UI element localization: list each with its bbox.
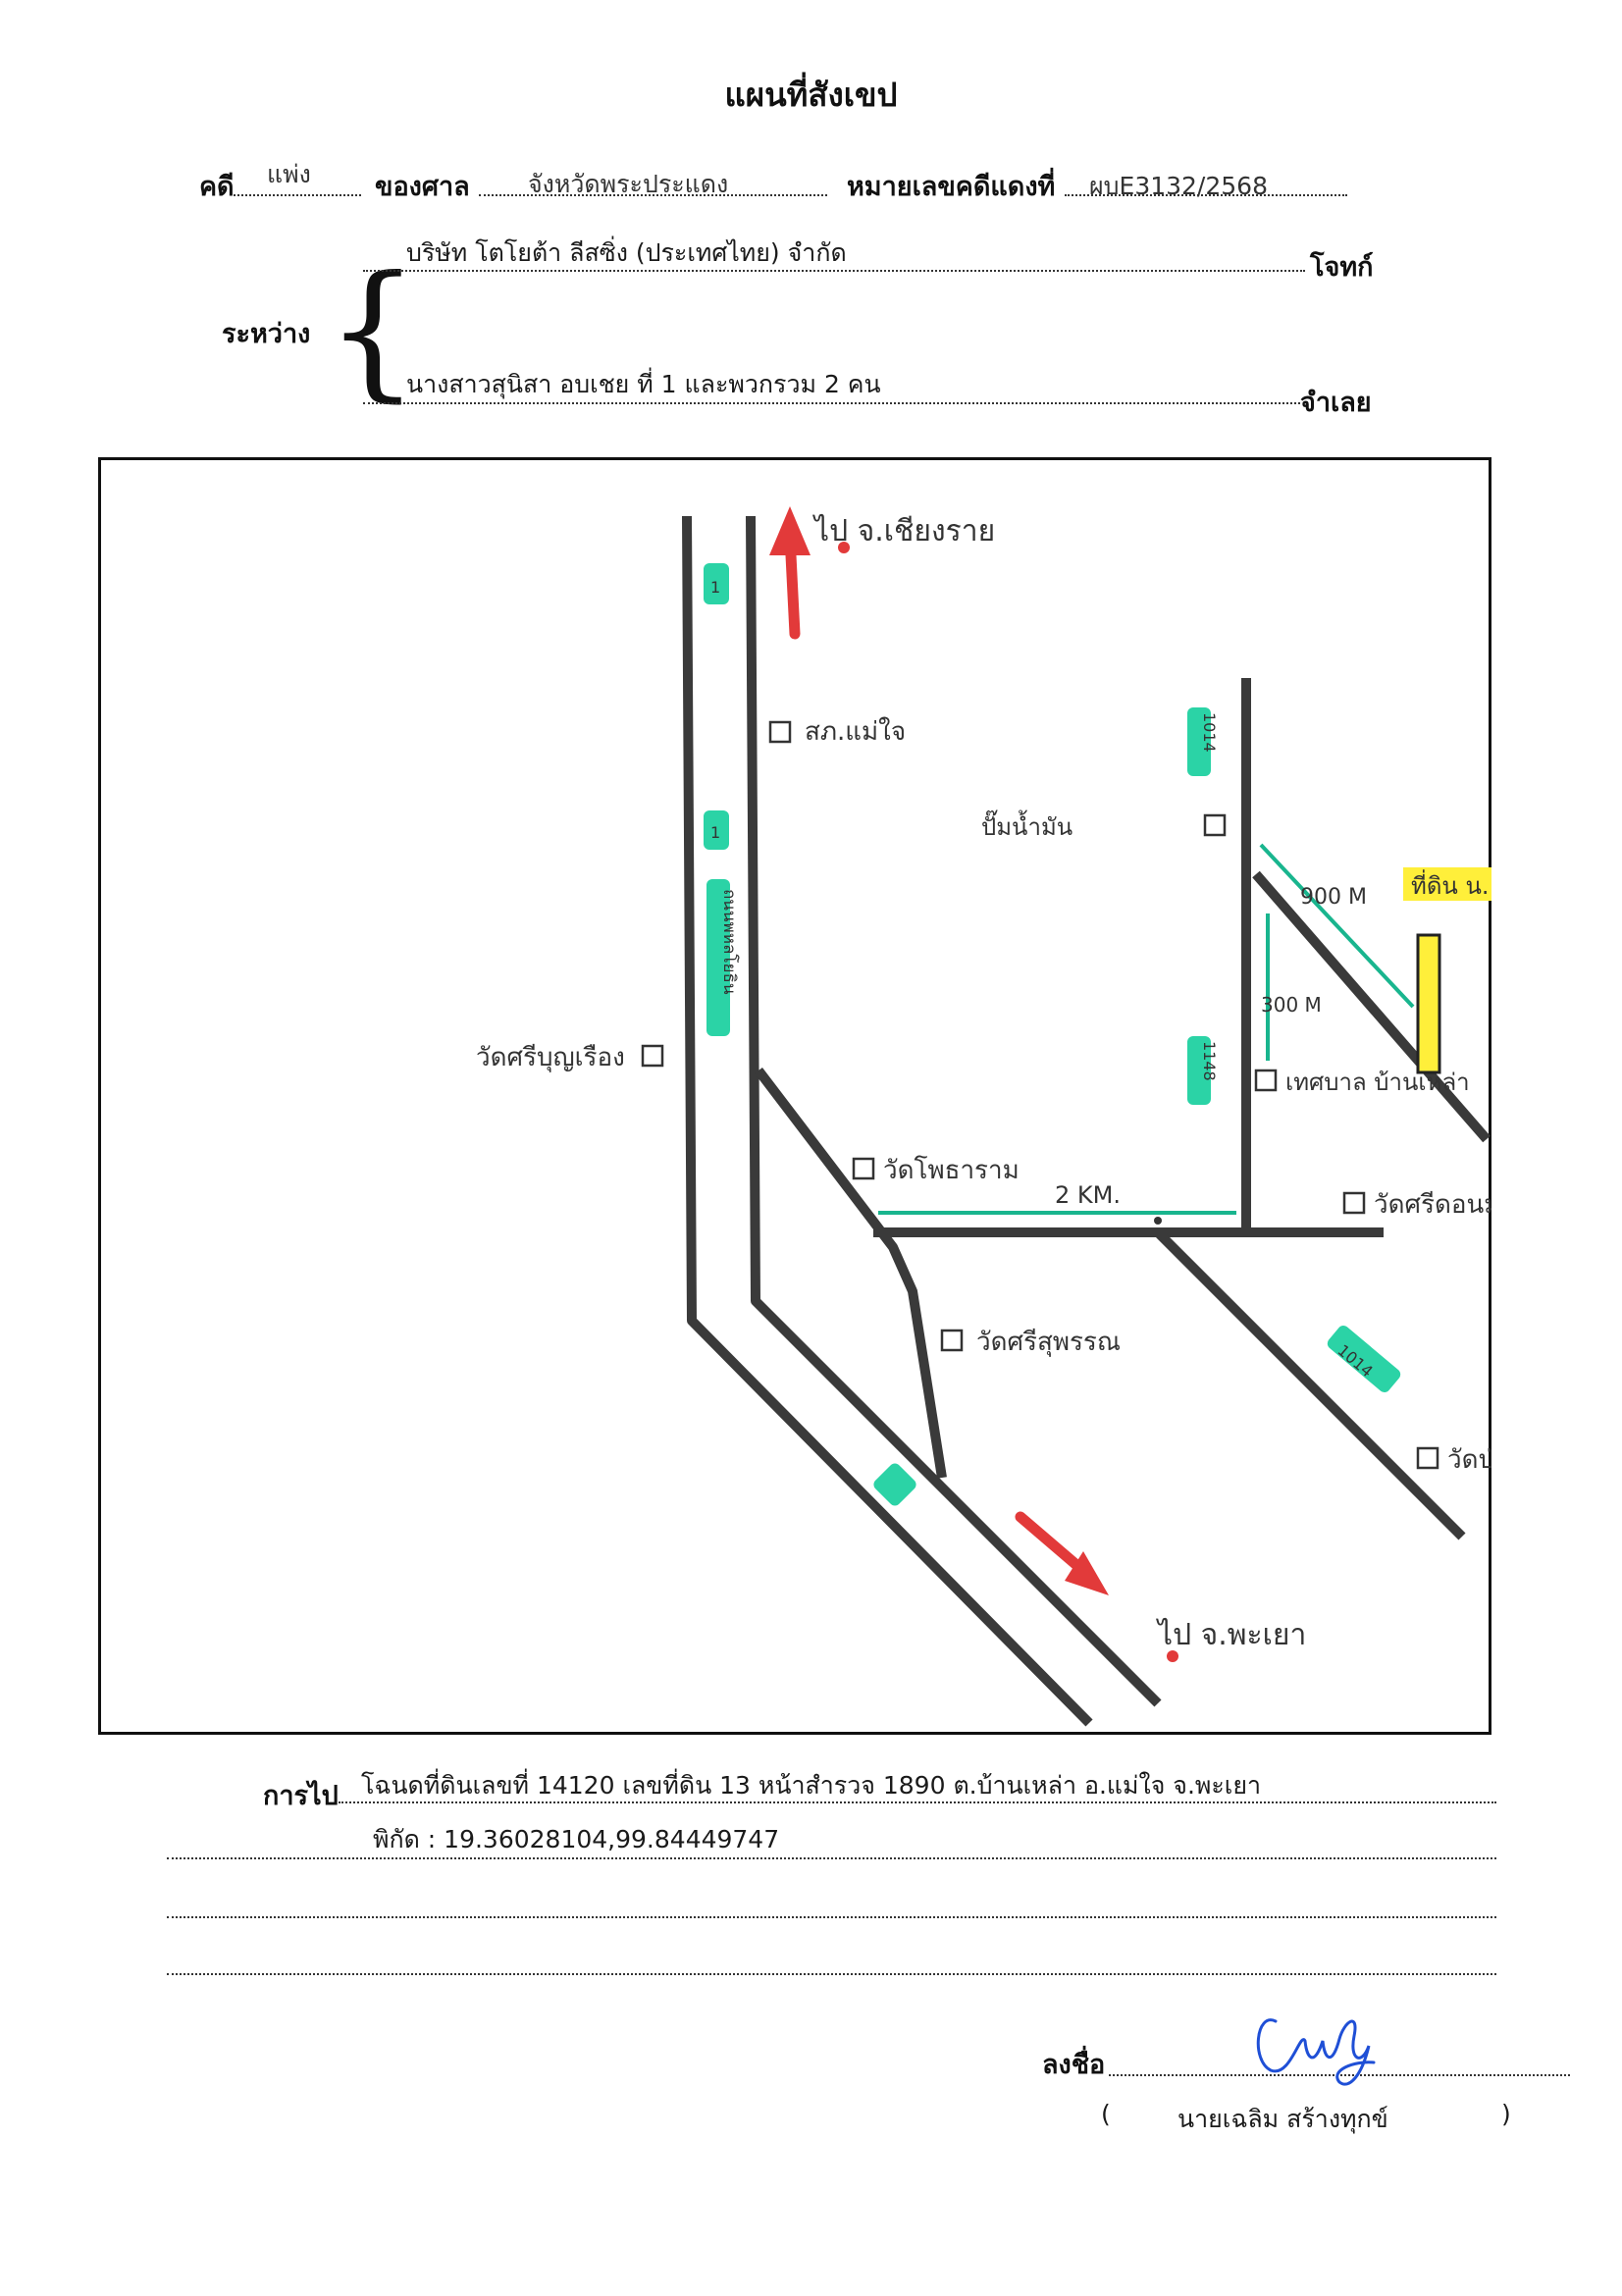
label-road-1148: 1148 — [1200, 1041, 1219, 1081]
label-police: สภ.แม่ใจ — [805, 717, 906, 747]
defendant-name: นางสาวสุนิสา อบเชย ที่ 1 และพวกรวม 2 คน — [406, 370, 881, 398]
court-dots — [479, 194, 827, 196]
label-office: เทศบาล บ้านเหล่า — [1285, 1069, 1470, 1096]
directions-dots-2 — [167, 1857, 1496, 1859]
police-station-icon — [768, 720, 792, 744]
distance-900m-line — [1259, 843, 1415, 1009]
road-1014-diagonal — [1154, 1228, 1466, 1540]
between-label: ระหว่าง — [222, 319, 311, 349]
branch-road — [755, 1067, 947, 1479]
road-1014-marker-diag — [1327, 1326, 1401, 1392]
page-title: แผนที่สังเขป — [724, 76, 898, 114]
label-300m: 300 M — [1261, 993, 1322, 1017]
label-wat-right: วัดศรีดอนมูล — [1374, 1190, 1491, 1220]
label-wat-mid: วัดโพธาราม — [883, 1155, 1020, 1185]
label-plot: ที่ดิน น.14120 — [1411, 869, 1491, 900]
plot-access-road — [1252, 870, 1491, 1143]
handwritten-signature — [1256, 2018, 1376, 2086]
sketch-map: ไป จ.เชียงราย ไป จ.พะเยา สภ.แม่ใจ ปั๊มน้… — [476, 506, 1491, 1727]
defendant-label: จำเลย — [1300, 388, 1372, 418]
map-frame — [98, 457, 1491, 1735]
road-1148-marker — [1187, 1036, 1211, 1105]
case-type-dots — [234, 194, 361, 196]
label-wat-south: วัดศรีสุพรรณ — [976, 1328, 1121, 1357]
case-type-label: คดี — [199, 172, 235, 202]
label-to-north: ไป จ.เชียงราย — [812, 513, 995, 548]
road-1-marker-mid — [704, 810, 729, 850]
road-1-marker-top — [704, 563, 729, 604]
south-arrow-head — [1065, 1551, 1109, 1595]
junction-dot — [1154, 1217, 1162, 1225]
road-1-marker-south — [873, 1463, 916, 1506]
label-wat-left: วัดศรีบุญเรือง — [476, 1043, 625, 1072]
signer-name: นายเฉลิม สร้างทุกข์ — [1177, 2105, 1388, 2133]
red-case-no-label: หมายเลขคดีแดงที่ — [847, 172, 1056, 202]
north-arrow-head — [769, 506, 811, 555]
wat-far-icon — [1416, 1446, 1439, 1470]
directions-label: การไป — [263, 1781, 339, 1811]
label-to-south: ไป จ.พะเยา — [1156, 1617, 1306, 1652]
label-2km: 2 KM. — [1055, 1181, 1121, 1209]
label-road-name: ถนนพหลโยธิน — [719, 889, 740, 995]
directions-dots-3 — [167, 1916, 1496, 1918]
signature-label: ลงชื่อ — [1042, 2050, 1106, 2080]
close-paren: ) — [1501, 2100, 1511, 2128]
directions-dots-4 — [167, 1973, 1496, 1975]
fuel-station-icon — [1203, 813, 1227, 837]
label-wat-far: วัดป่าแขม — [1447, 1445, 1491, 1475]
open-paren: ( — [1101, 2100, 1111, 2128]
red-case-no-dots — [1065, 194, 1347, 196]
wat-right-icon — [1342, 1191, 1366, 1215]
label-900m: 900 M — [1300, 885, 1367, 910]
land-plot-marker — [1416, 933, 1441, 1074]
south-origin-dot — [1167, 1650, 1178, 1662]
arrow-origin-dot — [838, 542, 850, 553]
label-road-1014-top: 1014 — [1200, 712, 1219, 753]
defendant-dots — [363, 402, 1300, 404]
directions-line-1: โฉนดที่ดินเลขที่ 14120 เลขที่ดิน 13 หน้า… — [361, 1771, 1262, 1800]
wat-south-icon — [940, 1329, 964, 1352]
road-name-marker — [706, 879, 730, 1036]
label-fuel-station: ปั๊มน้ำมัน — [981, 809, 1073, 841]
court-label: ของศาล — [375, 172, 470, 202]
highway-1-right-edge — [746, 515, 1162, 1707]
label-road-1-top: 1 — [710, 578, 720, 597]
office-icon — [1254, 1069, 1278, 1092]
directions-line-2: พิกัด : 19.36028104,99.84449747 — [373, 1825, 780, 1853]
red-case-no-value: ผบE3132/2568 — [1089, 172, 1268, 200]
wat-mid-icon — [852, 1157, 875, 1180]
directions-dots-1 — [339, 1801, 1496, 1803]
label-road-1-mid: 1 — [710, 823, 720, 842]
case-type-value: แพ่ง — [267, 160, 311, 188]
court-value: จังหวัดพระประแดง — [528, 170, 729, 198]
brace-symbol: { — [326, 245, 420, 416]
road-1014-marker-top — [1187, 707, 1211, 776]
plaintiff-label: โจทก์ — [1310, 252, 1374, 283]
highway-1-left-edge — [682, 515, 1093, 1727]
signature-dots — [1109, 2074, 1570, 2076]
plaintiff-dots — [363, 270, 1305, 272]
plot-label-highlight — [1403, 867, 1491, 901]
wat-left-icon — [641, 1044, 664, 1068]
plaintiff-name: บริษัท โตโยต้า ลีสซิ่ง (ประเทศไทย) จำกัด — [406, 238, 847, 267]
